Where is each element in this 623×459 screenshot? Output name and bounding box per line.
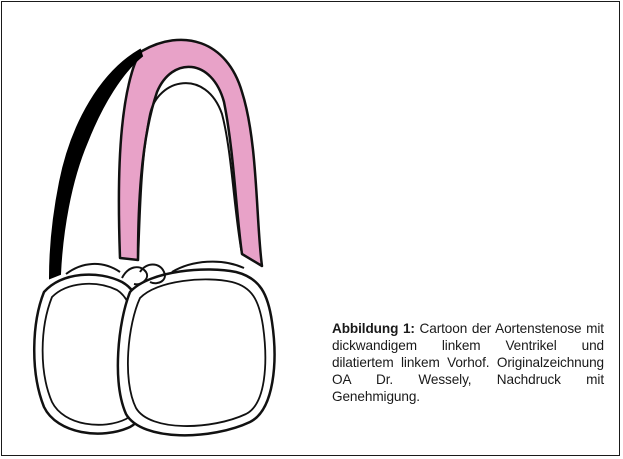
figure-caption: Abbildung 1: Cartoon der Aortenstenose m… — [332, 320, 604, 405]
hypertrophied-wall — [119, 40, 262, 266]
heart-cartoon-illustration — [22, 22, 294, 440]
caption-label: Abbildung 1: — [332, 321, 415, 336]
